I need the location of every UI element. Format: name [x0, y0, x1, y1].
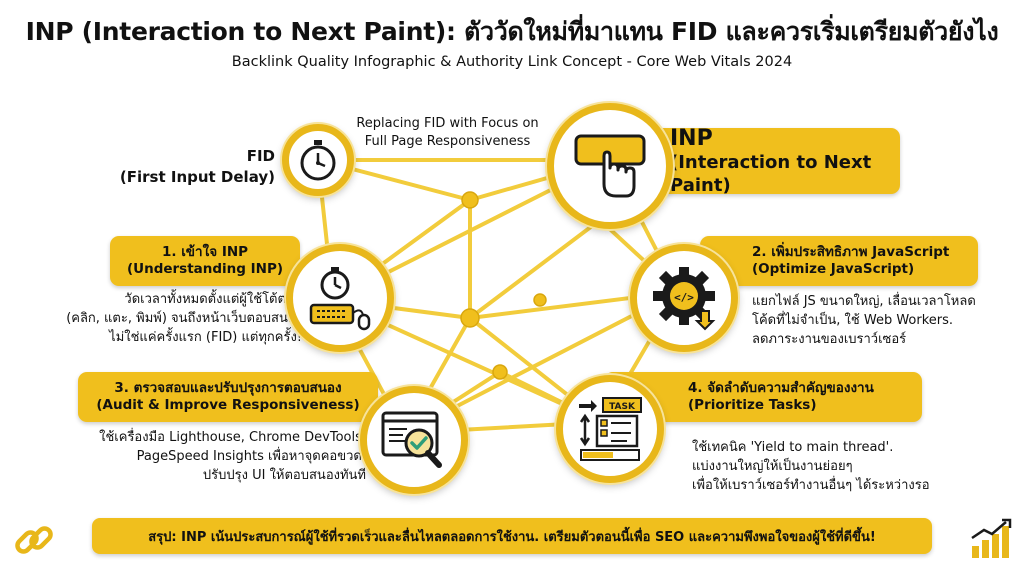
step3-subtitle: (Audit & Improve Responsiveness): [96, 397, 360, 413]
step2-title: 2. เพิ่มประสิทธิภาพ JavaScript: [752, 244, 950, 261]
svg-text:</>: </>: [674, 291, 694, 304]
step3-desc-line: ใช้เครื่องมือ Lighthouse, Chrome DevTool…: [99, 430, 366, 445]
browser-magnifier-icon: [381, 411, 442, 468]
replacing-line2: Full Page Responsiveness: [364, 134, 531, 149]
step1-title: 1. เข้าใจ INP: [161, 244, 249, 261]
step3-circle: [360, 386, 468, 494]
gear-code-icon: </>: [653, 267, 716, 331]
summary-text: สรุป: INP เน้นประสบการณ์ผู้ใช้ที่รวดเร็ว…: [148, 529, 876, 545]
step3-description: ใช้เครื่องมือ Lighthouse, Chrome DevTool…: [20, 428, 366, 485]
growth-chart-icon: [971, 518, 1012, 558]
inp-circle: [547, 103, 673, 229]
step2-circle: </>: [630, 244, 738, 352]
step4-description: ใช้เทคนิค 'Yield to main thread'. แบ่งงา…: [692, 438, 1012, 495]
step4-subtitle: (Prioritize Tasks): [688, 397, 817, 413]
step1-pill: 1. เข้าใจ INP (Understanding INP): [110, 236, 300, 286]
fid-label-line2: (First Input Delay): [119, 168, 275, 186]
step4-circle: TASK: [556, 375, 664, 483]
step2-description: แยกไฟล์ JS ขนาดใหญ่, เลื่อนเวลาโหลด โค้ด…: [752, 292, 1017, 349]
step4-desc-line: เพื่อให้เบราว์เซอร์ทำงานอื่นๆ ได้ระหว่าง…: [692, 478, 930, 493]
task-icon-label: TASK: [609, 402, 636, 412]
step2-subtitle: (Optimize JavaScript): [752, 261, 915, 277]
step1-description: วัดเวลาทั้งหมดตั้งแต่ผู้ใช้โต้ตอบ (คลิก,…: [12, 290, 302, 347]
tap-button-icon: [574, 134, 646, 198]
step3-desc-line: ปรับปรุง UI ให้ตอบสนองทันที: [202, 468, 366, 483]
step4-desc-line: ใช้เทคนิค 'Yield to main thread'.: [692, 440, 894, 455]
step1-desc-line: ไม่ใช่แค่ครั้งแรก (FID) แต่ทุกครั้ง!: [109, 330, 302, 345]
step2-desc-line: ลดภาระงานของเบราว์เซอร์: [752, 332, 907, 347]
stopwatch-icon: [300, 140, 336, 181]
step1-desc-line: (คลิก, แตะ, พิมพ์) จนถึงหน้าเว็บตอบสนอง: [66, 311, 302, 326]
step4-desc-line: แบ่งงานใหญ่ให้เป็นงานย่อยๆ: [692, 459, 853, 474]
step3-pill: 3. ตรวจสอบและปรับปรุงการตอบสนอง (Audit &…: [78, 372, 378, 422]
page-subtitle: Backlink Quality Infographic & Authority…: [231, 54, 793, 70]
step2-pill: 2. เพิ่มประสิทธิภาพ JavaScript (Optimize…: [700, 236, 978, 286]
task-list-icon: TASK: [579, 397, 642, 461]
fid-circle: [282, 124, 354, 196]
page-title: INP (Interaction to Next Paint): ตัววัดใ…: [25, 17, 999, 46]
inp-pill-line1: INP: [670, 125, 713, 151]
fid-label-line1: FID: [246, 147, 275, 165]
replacing-line1: Replacing FID with Focus on: [356, 116, 539, 131]
step2-desc-line: แยกไฟล์ JS ขนาดใหญ่, เลื่อนเวลาโหลด: [752, 294, 976, 309]
stopwatch-keyboard-icon: [309, 267, 371, 331]
chain-link-icon: [15, 526, 53, 554]
step1-circle: [286, 244, 394, 352]
step3-title: 3. ตรวจสอบและปรับปรุงการตอบสนอง: [114, 380, 342, 397]
step4-title: 4. จัดลำดับความสำคัญของงาน: [688, 380, 874, 397]
replacing-label: Replacing FID with Focus on Full Page Re…: [330, 115, 565, 151]
step3-desc-line: PageSpeed Insights เพื่อหาจุดคอขวด.: [136, 449, 366, 464]
inp-pill-line2: (Interaction to Next Paint): [670, 152, 872, 196]
summary-bar: สรุป: INP เน้นประสบการณ์ผู้ใช้ที่รวดเร็ว…: [92, 518, 932, 554]
step1-desc-line: วัดเวลาทั้งหมดตั้งแต่ผู้ใช้โต้ตอบ: [124, 292, 302, 307]
fid-label: FID (First Input Delay): [100, 146, 275, 188]
step1-subtitle: (Understanding INP): [126, 261, 284, 277]
step2-desc-line: โค้ดที่ไม่จำเป็น, ใช้ Web Workers.: [752, 313, 954, 328]
